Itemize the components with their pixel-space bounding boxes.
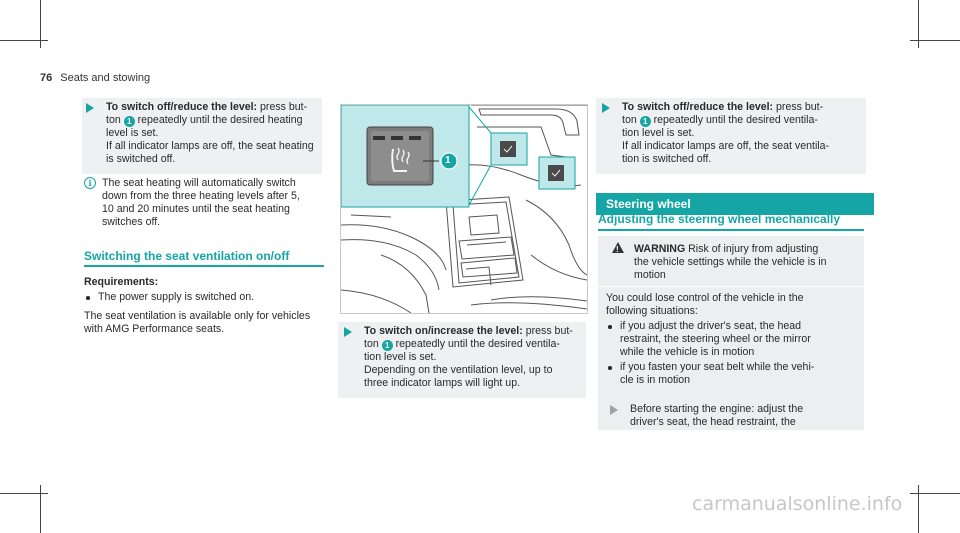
step-arrow-icon xyxy=(86,103,94,113)
step-shade xyxy=(338,322,586,398)
seat-control-figure: 1 xyxy=(340,104,588,314)
crop-mark xyxy=(918,0,919,48)
figure-illustration xyxy=(341,105,587,313)
heading-rule xyxy=(84,265,324,267)
step-shade xyxy=(82,98,322,174)
seat-heating-icon xyxy=(391,147,410,172)
step-switch-on-ventilation: To switch on/increase the level: press b… xyxy=(336,325,590,390)
crop-mark xyxy=(910,493,960,494)
callout-badge: 1 xyxy=(639,116,651,127)
ventilation-paragraph: The seat ventilation is available only f… xyxy=(84,310,311,335)
page-number: 76 xyxy=(40,72,53,84)
callout-badge: 1 xyxy=(381,340,393,351)
crop-mark xyxy=(0,40,48,41)
crop-mark xyxy=(0,493,48,494)
ventilation-heading: Switching the seat ventilation on/off xyxy=(84,249,290,263)
step-switch-off-ventilation: To switch off/reduce the level: press bu… xyxy=(594,101,870,166)
step-arrow-icon xyxy=(602,103,610,113)
warning-body: You could lose control of the vehicle in… xyxy=(606,292,804,317)
section-title: Seats and stowing xyxy=(60,72,151,84)
crop-mark xyxy=(918,485,919,533)
crop-mark xyxy=(40,0,41,48)
callout-badge-figure xyxy=(440,152,458,170)
requirement-item: The power supply is switched on. xyxy=(84,291,324,304)
requirements-label: Requirements: xyxy=(84,276,159,288)
info-icon: i xyxy=(84,177,96,189)
callout-badge: 1 xyxy=(123,116,135,127)
steering-wheel-heading: Steering wheel xyxy=(596,193,874,215)
step-arrow-icon xyxy=(610,405,618,415)
warning-step: Before starting the engine: adjust the d… xyxy=(602,403,866,429)
adjust-steering-heading: Adjusting the steering wheel mechanicall… xyxy=(598,212,841,226)
crop-mark xyxy=(910,40,960,41)
warning-divider xyxy=(598,286,864,287)
page-header: 76 Seats and stowing xyxy=(40,72,150,85)
figure-callout-label: 1 xyxy=(445,155,451,166)
warning-bullet: if you adjust the driver's seat, the hea… xyxy=(606,320,862,359)
step-switch-off-heating: To switch off/reduce the level: press bu… xyxy=(78,101,326,166)
warning-bullet: if you fasten your seat belt while the v… xyxy=(606,361,862,387)
crop-mark xyxy=(40,485,41,533)
step-arrow-icon xyxy=(344,327,352,337)
heading-rule xyxy=(598,229,864,231)
warning-icon xyxy=(612,242,624,256)
watermark: carmanualsonline.info xyxy=(692,493,903,515)
warning-box xyxy=(598,236,864,430)
step-shade xyxy=(596,98,866,174)
warning-heading: WARNING Risk of injury from adjusting th… xyxy=(634,243,827,281)
info-note: i The seat heating will automatically sw… xyxy=(84,177,324,229)
